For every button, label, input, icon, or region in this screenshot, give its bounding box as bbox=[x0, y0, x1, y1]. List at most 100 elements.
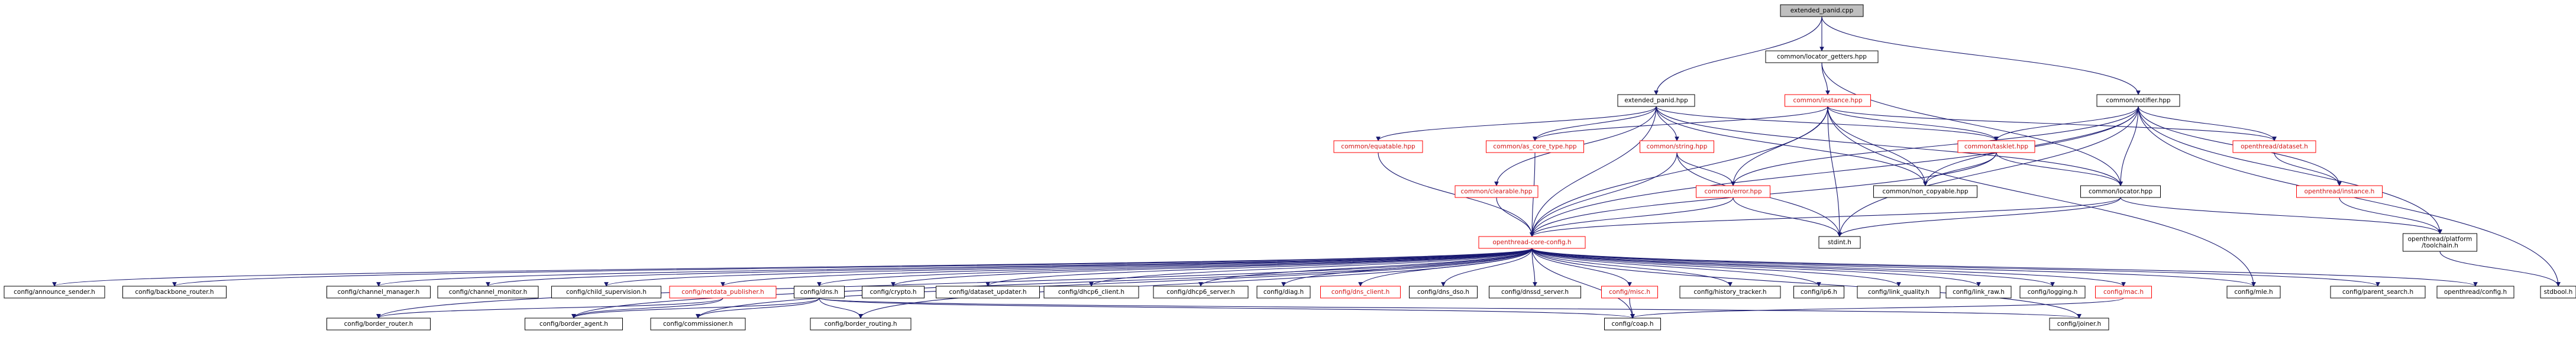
node-box bbox=[2403, 233, 2477, 252]
include-edge-extended_panid_hpp-to-tasklet bbox=[1656, 106, 1999, 141]
node-extended-panid-hpp[interactable]: extended_panid.hpp bbox=[1617, 94, 1695, 107]
node-border-router[interactable]: config/border_router.h bbox=[327, 318, 431, 331]
node-instance-hpp[interactable]: common/instance.hpp bbox=[1785, 94, 1871, 107]
node-history-tracker[interactable]: config/history_tracker.h bbox=[1679, 286, 1781, 299]
node-box bbox=[1455, 185, 1539, 198]
node-dns-client[interactable]: config/dns_client.h bbox=[1320, 286, 1401, 299]
node-box bbox=[327, 318, 431, 331]
node-non-copyable[interactable]: common/non_copyable.hpp bbox=[1873, 185, 1977, 198]
node-diag[interactable]: config/diag.h bbox=[1256, 286, 1311, 299]
node-dns-h[interactable]: config/dns.h bbox=[794, 286, 845, 299]
include-edge-core_config-to-parent_search bbox=[1531, 248, 2380, 287]
node-box bbox=[862, 286, 925, 299]
node-mac[interactable]: config/mac.h bbox=[2095, 286, 2152, 299]
node-netdata-publisher[interactable]: config/netdata_publisher.h bbox=[669, 286, 777, 299]
node-label: config/dhcp6_server.h bbox=[1166, 289, 1235, 296]
node-error-hpp[interactable]: common/error.hpp bbox=[1696, 185, 1770, 198]
node-tasklet[interactable]: common/tasklet.hpp bbox=[1957, 140, 2035, 153]
include-edge-instance_hpp-to-as_core_type bbox=[1533, 106, 1828, 141]
node-core-config[interactable]: openthread-core-config.h bbox=[1478, 236, 1586, 249]
node-label: config/parent_search.h bbox=[2342, 289, 2413, 296]
node-locator-hpp[interactable]: common/locator.hpp bbox=[2080, 185, 2161, 198]
node-box bbox=[2019, 286, 2086, 299]
node-dataset-h[interactable]: openthread/dataset.h bbox=[2232, 140, 2316, 153]
node-label: config/announce_sender.h bbox=[14, 289, 95, 296]
node-label: stdint.h bbox=[1828, 239, 1851, 246]
node-label: common/locator.hpp bbox=[2089, 188, 2152, 195]
node-child-supervision[interactable]: config/child_supervision.h bbox=[551, 286, 661, 299]
node-label: stdbool.h bbox=[2544, 289, 2573, 296]
node-box bbox=[551, 286, 661, 299]
node-label: openthread/config.h bbox=[2444, 289, 2507, 296]
node-toolchain[interactable]: openthread/platform/toolchain.h bbox=[2403, 233, 2477, 252]
node-commissioner[interactable]: config/commissioner.h bbox=[650, 318, 746, 331]
node-box bbox=[810, 318, 912, 331]
node-link-raw[interactable]: config/link_raw.h bbox=[1945, 286, 2012, 299]
include-edge-dns_h-to-border_routing bbox=[819, 297, 863, 319]
node-equatable[interactable]: common/equatable.hpp bbox=[1333, 140, 1423, 153]
node-logging[interactable]: config/logging.h bbox=[2019, 286, 2086, 299]
node-label: common/locator_getters.hpp bbox=[1777, 53, 1867, 60]
node-root[interactable]: extended_panid.cpp bbox=[1780, 4, 1864, 17]
node-crypto[interactable]: config/crypto.h bbox=[862, 286, 925, 299]
node-label: common/equatable.hpp bbox=[1341, 143, 1415, 150]
node-instance-h[interactable]: openthread/instance.h bbox=[2296, 185, 2383, 198]
node-label: config/channel_monitor.h bbox=[449, 289, 528, 296]
node-dhcp6-server[interactable]: config/dhcp6_server.h bbox=[1153, 286, 1249, 299]
node-coap[interactable]: config/coap.h bbox=[1604, 318, 1661, 331]
node-box bbox=[1765, 50, 1879, 63]
node-announce-sender[interactable]: config/announce_sender.h bbox=[4, 286, 105, 299]
node-label: config/mac.h bbox=[2103, 289, 2144, 296]
node-misc[interactable]: config/misc.h bbox=[1601, 286, 1658, 299]
node-ip6[interactable]: config/ip6.h bbox=[1793, 286, 1844, 299]
node-as-core-type[interactable]: common/as_core_type.hpp bbox=[1486, 140, 1584, 153]
node-parent-search[interactable]: config/parent_search.h bbox=[2330, 286, 2426, 299]
node-dns-dso[interactable]: config/dns_dso.h bbox=[1409, 286, 1478, 299]
node-label: config/dataset_updater.h bbox=[949, 289, 1027, 296]
include-edge-dns_h-to-border_agent bbox=[571, 297, 820, 319]
node-label: config/border_routing.h bbox=[824, 320, 897, 328]
node-box bbox=[2296, 185, 2383, 198]
node-locator-getters[interactable]: common/locator_getters.hpp bbox=[1765, 50, 1879, 63]
node-border-agent[interactable]: config/border_agent.h bbox=[525, 318, 623, 331]
node-link-quality[interactable]: config/link_quality.h bbox=[1857, 286, 1941, 299]
include-edge-core_config-to-dns_h bbox=[817, 248, 1533, 287]
node-joiner[interactable]: config/joiner.h bbox=[2049, 318, 2109, 331]
include-edge-core_config-to-link_raw bbox=[1531, 248, 1981, 287]
node-box bbox=[669, 286, 777, 299]
node-dnssd-server[interactable]: config/dnssd_server.h bbox=[1489, 286, 1581, 299]
include-edge-instance_hpp-to-core_config bbox=[1530, 106, 1828, 237]
node-notifier[interactable]: common/notifier.hpp bbox=[2096, 94, 2180, 107]
node-string-hpp[interactable]: common/string.hpp bbox=[1640, 140, 1714, 153]
include-edge-locator_getters-to-locator_hpp bbox=[1821, 62, 2123, 186]
node-mle[interactable]: config/mle.h bbox=[2226, 286, 2281, 299]
node-box bbox=[1486, 140, 1584, 153]
include-edge-locator_hpp-to-toolchain bbox=[2120, 197, 2442, 234]
node-label: extended_panid.cpp bbox=[1790, 7, 1854, 14]
node-stdint[interactable]: stdint.h bbox=[1818, 236, 1861, 249]
node-channel-monitor[interactable]: config/channel_monitor.h bbox=[437, 286, 539, 299]
node-dataset-updater[interactable]: config/dataset_updater.h bbox=[936, 286, 1040, 299]
node-label: openthread/dataset.h bbox=[2241, 143, 2308, 150]
node-border-routing[interactable]: config/border_routing.h bbox=[810, 318, 912, 331]
file-nodes: extended_panid.cpp common/locator_getters… bbox=[4, 4, 2576, 331]
node-clearable[interactable]: common/clearable.hpp bbox=[1455, 185, 1539, 198]
include-edge-mac-to-coap bbox=[1630, 297, 2124, 319]
include-edge-netdata_publisher-to-border_agent bbox=[571, 297, 723, 319]
node-box bbox=[2080, 185, 2161, 198]
node-backbone-router[interactable]: config/backbone_router.h bbox=[122, 286, 227, 299]
include-edge-core_config-to-border_agent bbox=[571, 248, 1533, 319]
node-label: config/dns_client.h bbox=[1331, 289, 1390, 296]
node-box bbox=[1818, 236, 1861, 249]
include-edge-notifier-to-dataset_h bbox=[2138, 106, 2277, 141]
include-edge-core_config-to-crypto bbox=[891, 248, 1533, 287]
include-edge-tasklet-to-locator_hpp bbox=[1996, 152, 2123, 186]
include-edge-core_config-to-mle bbox=[1531, 248, 2256, 287]
node-stdbool[interactable]: stdbool.h bbox=[2540, 286, 2576, 299]
node-channel-manager[interactable]: config/channel_manager.h bbox=[327, 286, 431, 299]
include-edge-error_hpp-to-core_config bbox=[1530, 197, 1734, 237]
node-label: config/backbone_router.h bbox=[135, 289, 214, 296]
node-ot-config[interactable]: openthread/config.h bbox=[2436, 286, 2514, 299]
node-dhcp6-client[interactable]: config/dhcp6_client.h bbox=[1043, 286, 1139, 299]
include-edge-netdata_publisher-to-border_router bbox=[376, 297, 723, 319]
